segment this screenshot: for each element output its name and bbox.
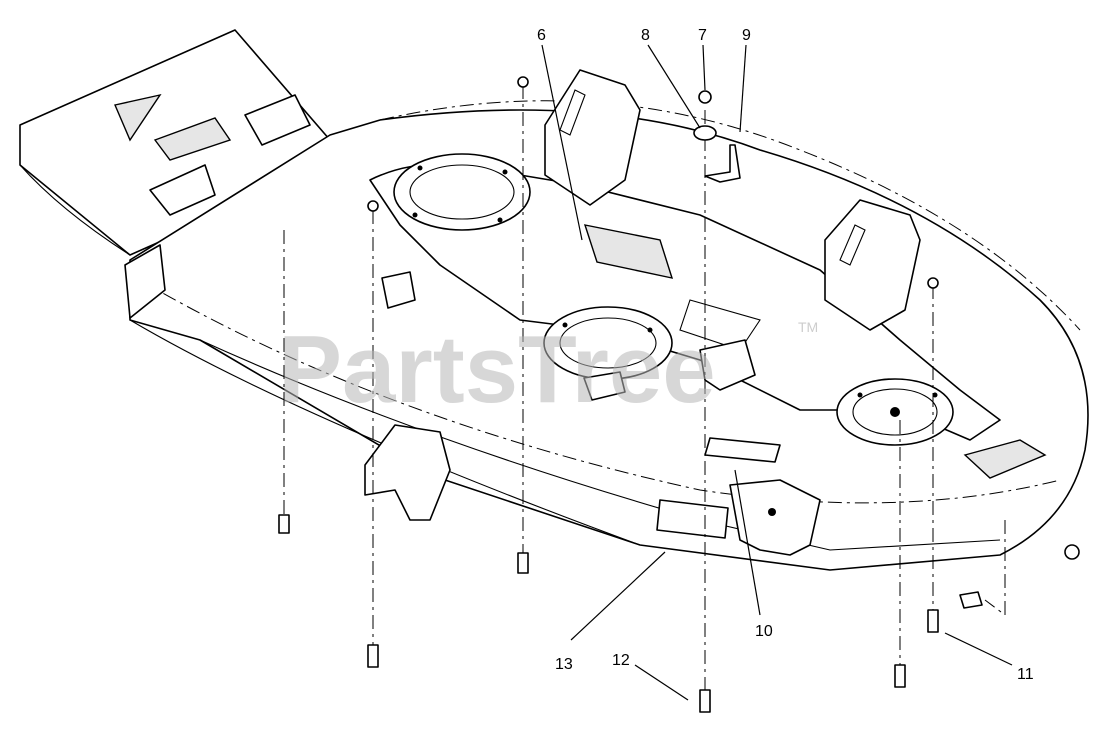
watermark-trademark: TM: [798, 319, 818, 335]
callout-13: 13: [555, 656, 573, 673]
callout-7: 8: [641, 27, 650, 44]
callout-9: 9: [742, 27, 751, 44]
center-clip: [699, 339, 756, 391]
leader-lines: [541, 44, 1013, 701]
callouts: 6 8 7 9 10 11 12 13: [537, 27, 1034, 683]
callout-6: 6: [537, 27, 546, 44]
spindle-openings: [393, 153, 954, 446]
rear-bracket-left: [544, 69, 641, 206]
small-brackets: [381, 271, 626, 401]
watermark-text: PartsTree: [278, 316, 716, 423]
belt-cover: [19, 29, 331, 256]
front-bracket-right: [729, 479, 821, 556]
callout-11: 11: [1017, 666, 1034, 683]
rear-bracket-right: [824, 199, 921, 331]
callout-8: 7: [698, 27, 707, 44]
callout-10: 10: [755, 623, 773, 640]
decals: [656, 437, 1047, 539]
front-bracket-left: [364, 424, 451, 521]
hinge-blocks: [124, 94, 311, 319]
hardware: [278, 76, 1080, 713]
callout-12: 12: [612, 652, 630, 669]
